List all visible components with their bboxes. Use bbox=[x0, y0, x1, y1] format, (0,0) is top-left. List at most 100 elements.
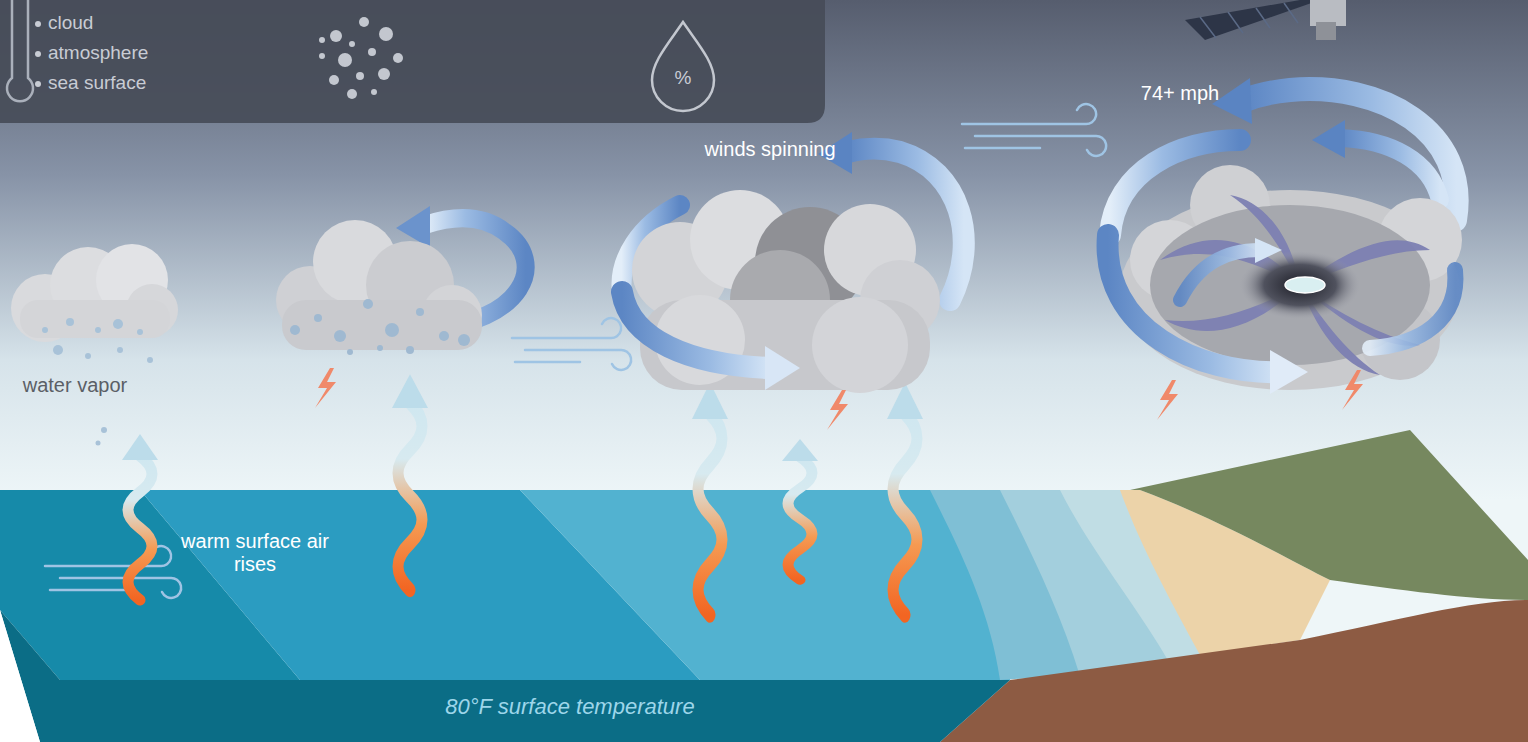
cloud-part-part bbox=[96, 441, 101, 446]
hurricane-part bbox=[1180, 250, 1260, 300]
particles-icon-part bbox=[329, 75, 339, 85]
cloud-part bbox=[622, 292, 770, 368]
ocean-front-part bbox=[0, 610, 1010, 742]
cloud-part-part bbox=[137, 329, 143, 335]
particles-icon-part bbox=[359, 17, 369, 27]
cloud-part-part bbox=[95, 327, 101, 333]
annotation: water vapor bbox=[20, 374, 130, 397]
ocean bbox=[0, 490, 1260, 680]
droplet-icon bbox=[652, 22, 714, 111]
cloud bbox=[11, 244, 178, 446]
bullet-item: atmosphere bbox=[48, 42, 148, 64]
ocean-part bbox=[520, 490, 1010, 680]
bullet-dots-part bbox=[35, 21, 41, 27]
wind-swoosh-part bbox=[975, 136, 1106, 156]
particles-icon-part bbox=[330, 30, 342, 42]
wind-speed: 74+ mph bbox=[1138, 82, 1222, 105]
cloud-part-part bbox=[439, 331, 449, 341]
cloud-part-part bbox=[66, 318, 74, 326]
icon-panel-part bbox=[0, 0, 825, 123]
particles-icon-part bbox=[349, 41, 355, 47]
coast-part bbox=[1130, 430, 1528, 600]
cloud-part bbox=[827, 390, 848, 430]
coast-part bbox=[940, 600, 1528, 742]
particles-icon-part bbox=[393, 53, 403, 63]
particles-icon-part bbox=[338, 53, 352, 67]
hurricane-part bbox=[1312, 120, 1345, 158]
wind-swoosh-part bbox=[965, 147, 1040, 150]
cloud bbox=[276, 206, 526, 408]
ocean-front bbox=[0, 610, 1010, 742]
hurricane-part bbox=[1285, 277, 1325, 293]
rising-air-arrow bbox=[122, 374, 923, 615]
cloud-part-part bbox=[42, 327, 48, 333]
hurricane-part bbox=[1342, 370, 1363, 410]
rising-air-arrow-part bbox=[122, 434, 158, 600]
cloud-part bbox=[765, 346, 800, 390]
thermometer-icon-part bbox=[7, 0, 33, 101]
cloud-part-part bbox=[416, 308, 424, 316]
ocean-front-part bbox=[0, 610, 40, 742]
coast bbox=[940, 430, 1528, 742]
wind-swoosh bbox=[45, 104, 1106, 598]
cloud-part-part bbox=[290, 325, 300, 335]
icon-panel bbox=[0, 0, 825, 123]
satellite-part bbox=[1185, 0, 1320, 40]
hurricane-part bbox=[1340, 138, 1440, 200]
bullet-dots bbox=[35, 21, 41, 87]
cloud-part-part bbox=[377, 345, 383, 351]
cloud-part bbox=[290, 299, 470, 355]
cloud-part bbox=[282, 300, 482, 350]
cloud-part-part bbox=[363, 299, 373, 309]
hurricane-part bbox=[1108, 235, 1280, 372]
bullet-item: sea surface bbox=[48, 72, 146, 94]
annotation: warm surface air rises bbox=[180, 530, 330, 576]
wind-swoosh-part bbox=[60, 578, 181, 598]
particles-icon-part bbox=[368, 48, 376, 56]
cloud bbox=[622, 132, 964, 430]
particles-icon-part bbox=[371, 89, 377, 95]
annotation: winds spinning bbox=[700, 138, 840, 161]
wind-swoosh-part bbox=[50, 589, 130, 592]
hurricane-part bbox=[1370, 270, 1455, 348]
particles-icon-part bbox=[379, 27, 393, 41]
hurricane-part bbox=[1270, 350, 1308, 394]
bullet-dots-part bbox=[35, 51, 41, 57]
hurricane bbox=[1108, 78, 1462, 420]
particles-icon-part bbox=[347, 89, 357, 99]
rising-air-arrow-part bbox=[782, 439, 818, 580]
wind-swoosh-part bbox=[512, 318, 621, 338]
cloud-part-part bbox=[101, 427, 107, 433]
cloud-part-part bbox=[314, 314, 322, 322]
cloud-part bbox=[315, 368, 336, 408]
cloud-part-part bbox=[85, 353, 91, 359]
cloud-part-part bbox=[406, 346, 414, 354]
thermometer-icon bbox=[7, 0, 33, 101]
cloud-part-part bbox=[147, 357, 153, 363]
cloud-part-part bbox=[458, 334, 470, 346]
particles-icon-part bbox=[319, 37, 325, 43]
cloud-part-part bbox=[117, 347, 123, 353]
particles-icon-part bbox=[319, 53, 325, 59]
temperature-note: 80°F surface temperature bbox=[330, 694, 810, 719]
wind-swoosh-part bbox=[525, 350, 631, 370]
cloud-part-part bbox=[347, 349, 353, 355]
bullet-dots-part bbox=[35, 81, 41, 87]
rising-air-arrow-part bbox=[887, 383, 923, 615]
hurricane-part bbox=[1157, 380, 1178, 420]
rising-air-arrow-part bbox=[392, 374, 428, 590]
wind-swoosh-part bbox=[962, 104, 1096, 124]
icon-symbol: % bbox=[663, 67, 703, 89]
cloud-part-part bbox=[385, 323, 399, 337]
satellite-part bbox=[1200, 3, 1298, 38]
satellite bbox=[1185, 0, 1346, 40]
bullet-item: cloud bbox=[48, 12, 93, 34]
particles-icon bbox=[319, 17, 403, 99]
wind-swoosh-part bbox=[515, 361, 580, 364]
hurricane-part bbox=[1255, 238, 1282, 263]
satellite-part bbox=[1316, 22, 1336, 40]
particles-icon-part bbox=[378, 68, 390, 80]
